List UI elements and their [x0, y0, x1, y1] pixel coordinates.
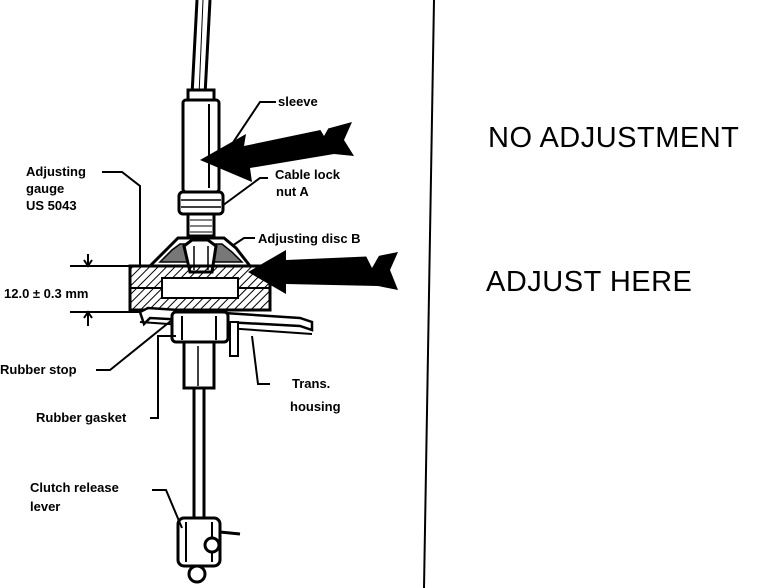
- label-adjusting-gauge-1: Adjusting: [26, 164, 86, 179]
- label-adjusting-disc: Adjusting disc B: [258, 231, 361, 246]
- label-trans: Trans.: [292, 376, 331, 391]
- divider-line: [423, 0, 435, 588]
- label-adjusting-gauge-3: US 5043: [26, 198, 77, 213]
- label-clutch-release: Clutch release: [30, 480, 119, 495]
- arrow-adjust-here-icon: [248, 250, 398, 294]
- label-lever: lever: [30, 499, 61, 514]
- cable-lock-nut-a: [177, 190, 225, 216]
- label-adjusting-gauge-2: gauge: [26, 181, 65, 196]
- adjusting-gauge: [128, 264, 272, 312]
- note-adjust-here: ADJUST HERE: [486, 266, 693, 298]
- clutch-release-lever: [176, 516, 241, 584]
- sleeve-part: [181, 88, 221, 194]
- label-sleeve: sleeve: [278, 94, 318, 109]
- label-rubber-stop: Rubber stop: [0, 362, 77, 377]
- arrow-no-adjustment-icon: [200, 122, 354, 182]
- label-rubber-gasket: Rubber gasket: [36, 410, 127, 425]
- label-cable-lock: Cable lock: [275, 167, 341, 182]
- cable: [190, 0, 212, 96]
- leader-lines: [96, 101, 276, 529]
- label-housing: housing: [290, 399, 341, 414]
- dimension-marker: [70, 254, 140, 326]
- label-cable-lock-nut: nut A: [276, 184, 309, 199]
- pushrod: [192, 388, 206, 520]
- note-no-adjustment: NO ADJUSTMENT: [488, 122, 740, 154]
- threaded-shaft: [186, 212, 216, 238]
- label-dimension: 12.0 ± 0.3 mm: [4, 286, 89, 301]
- rubber-stop-body: [170, 310, 230, 390]
